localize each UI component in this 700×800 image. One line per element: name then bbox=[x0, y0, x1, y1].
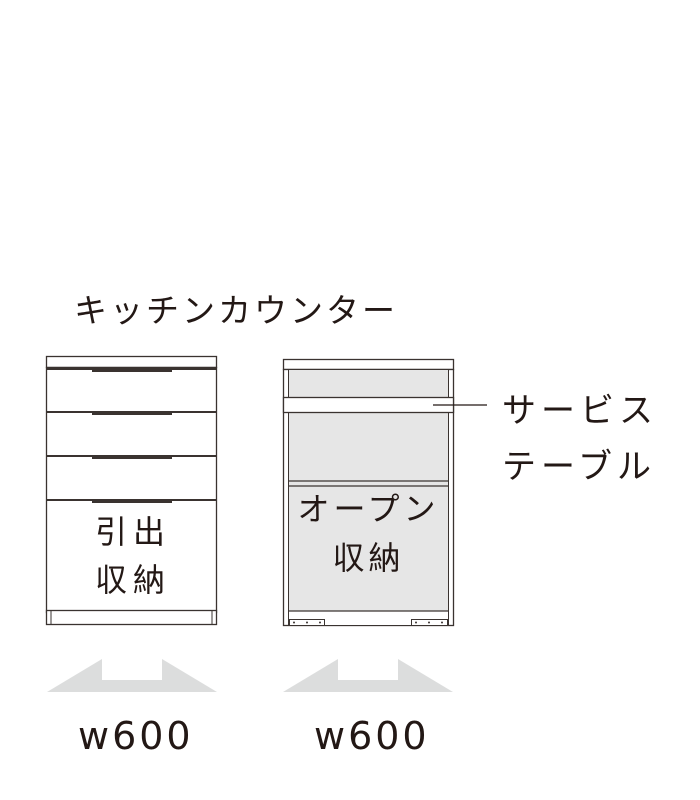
open-unit-label-line2: 収納 bbox=[332, 539, 405, 577]
callout-line1: サービス bbox=[502, 391, 658, 431]
drawer-unit-label-line2: 収納 bbox=[94, 561, 171, 599]
open-unit-label: オープン 収納 bbox=[289, 488, 448, 586]
width-arrow-right bbox=[283, 659, 453, 692]
drawer-unit-drawing bbox=[45, 355, 218, 626]
open-unit-width-label: w600 bbox=[314, 714, 430, 758]
service-table-callout: サービス テーブル bbox=[502, 383, 658, 495]
callout-line2: テーブル bbox=[502, 447, 656, 487]
diagram-title: キッチンカウンター bbox=[74, 291, 398, 330]
drawer-unit-width-label: w600 bbox=[78, 714, 194, 758]
drawer-unit-label: 引出 収納 bbox=[93, 510, 173, 606]
open-unit-label-line1: オープン bbox=[297, 490, 440, 528]
open-unit-drawing bbox=[282, 358, 487, 627]
width-arrow-left bbox=[47, 659, 217, 692]
drawer-unit-label-line1: 引出 bbox=[94, 513, 171, 551]
